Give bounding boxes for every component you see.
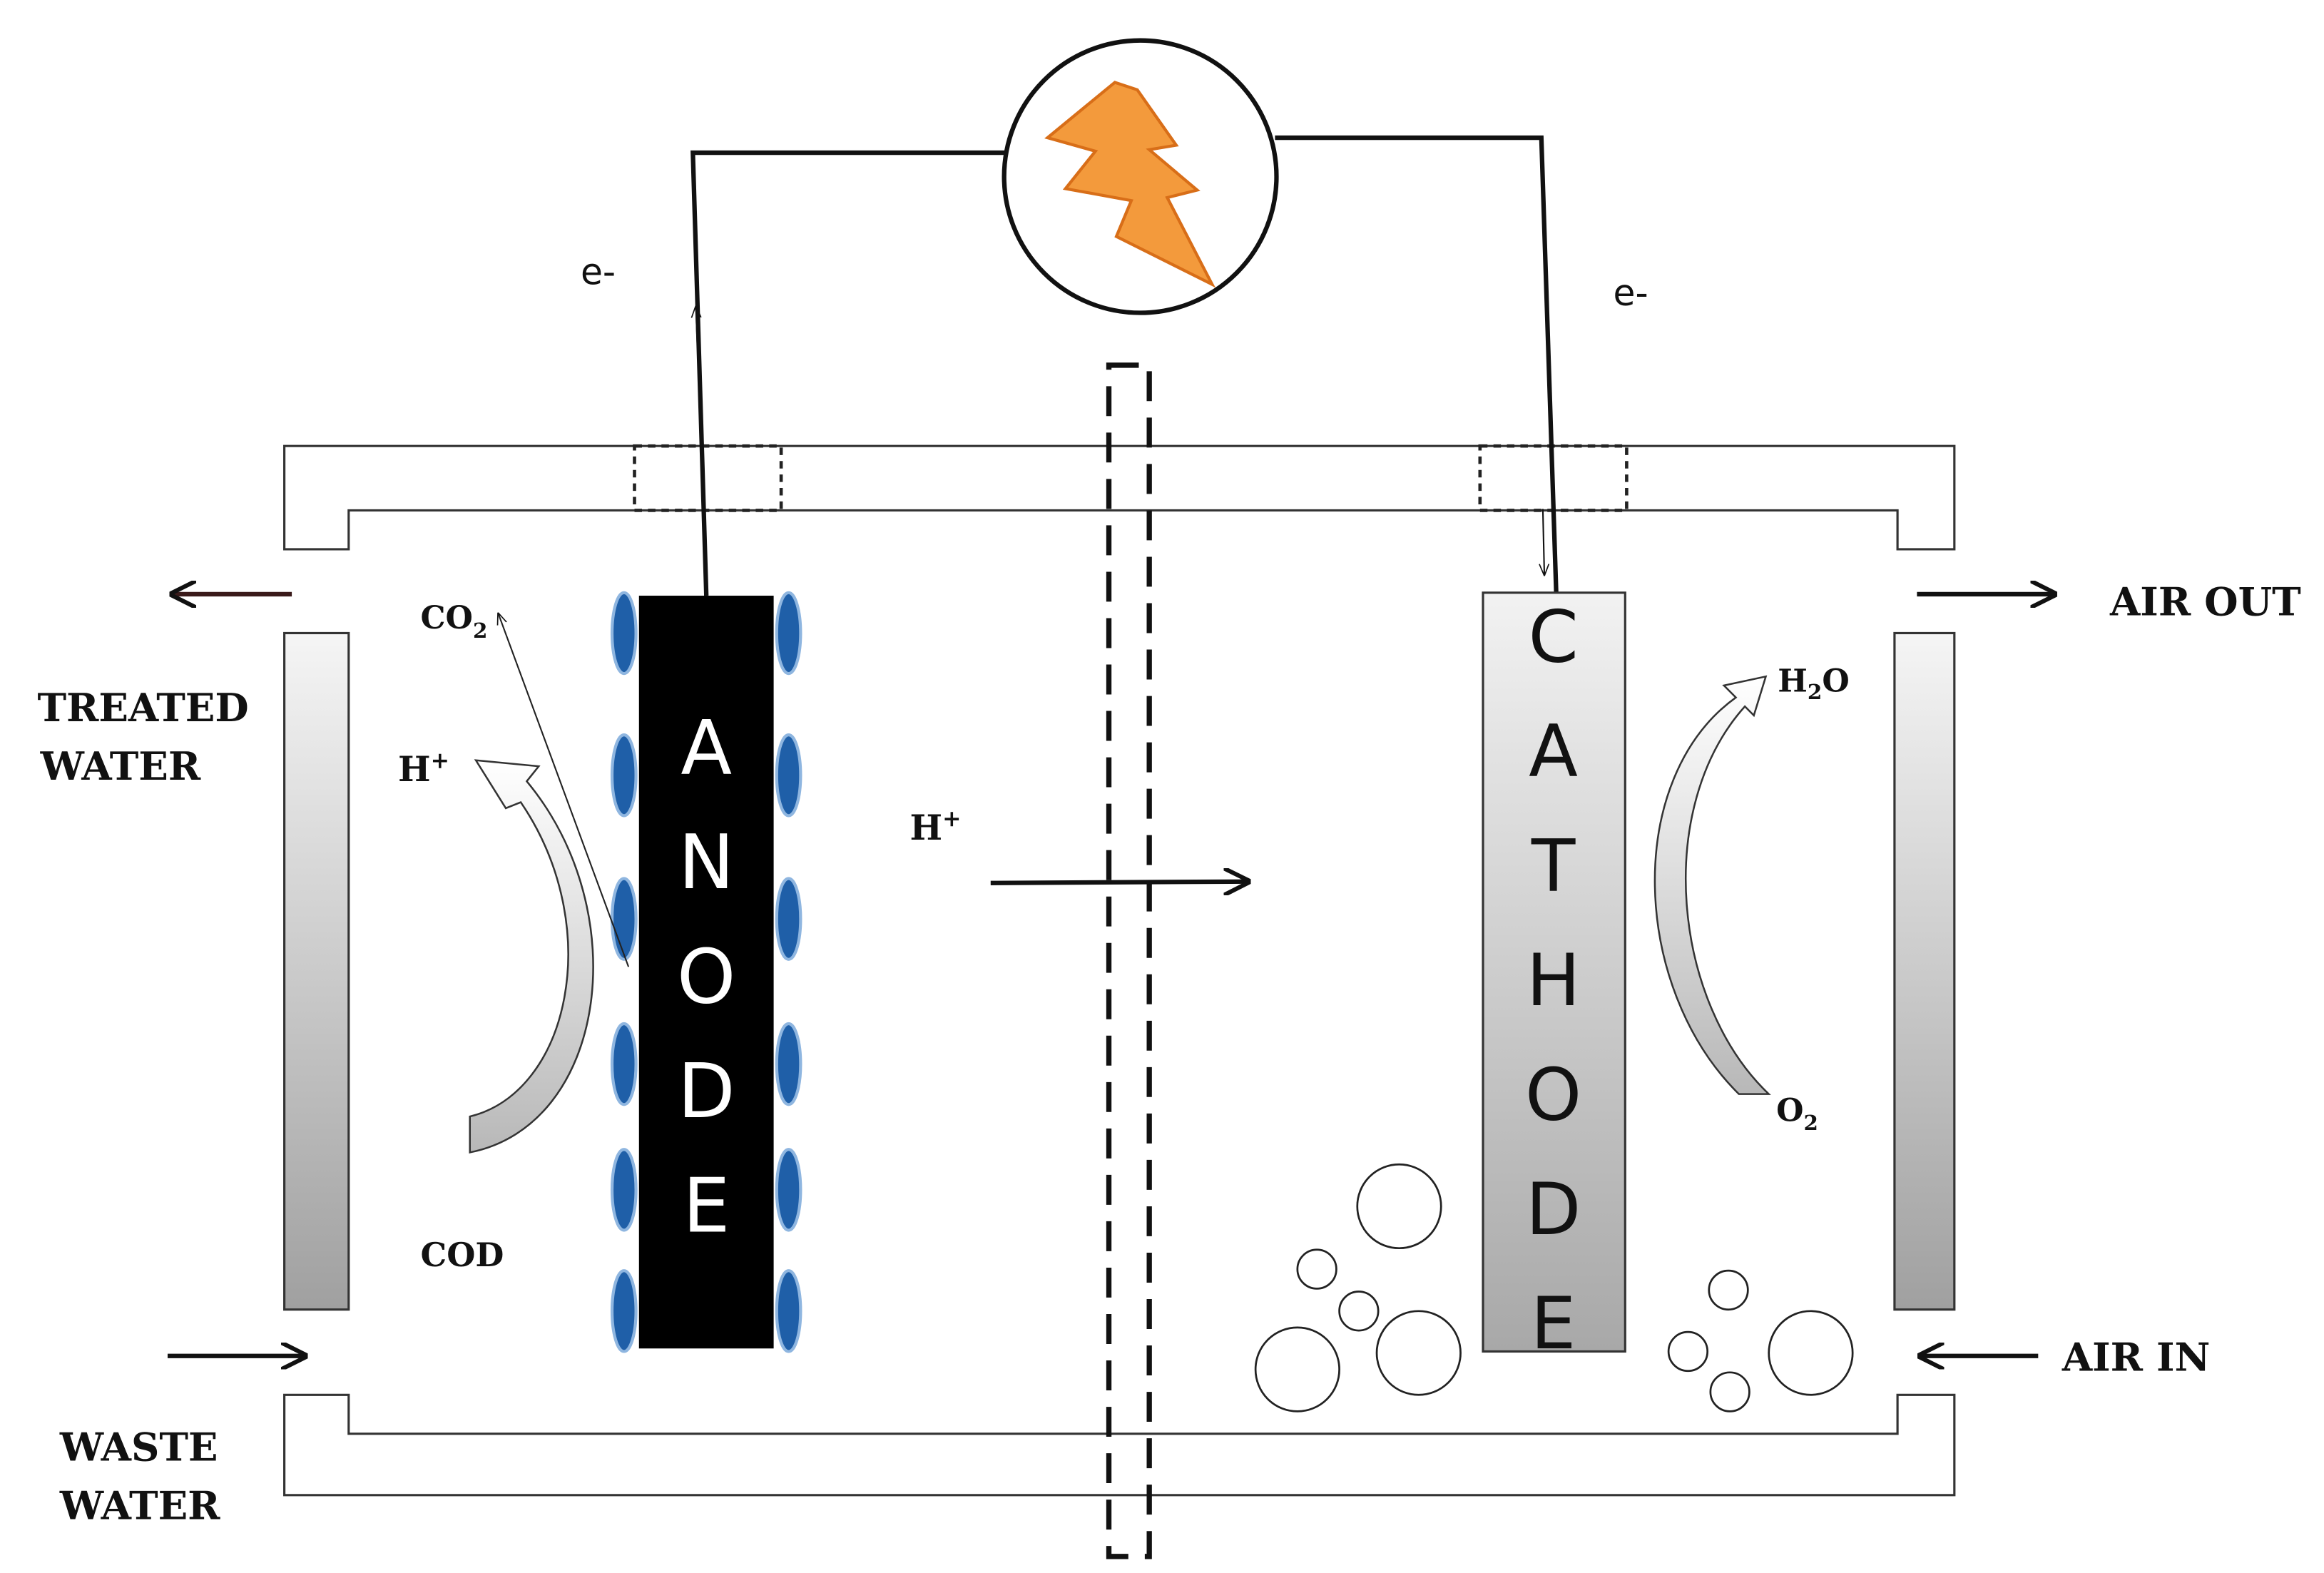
- anode-letter: N: [678, 819, 734, 906]
- bubble: [1296, 1248, 1337, 1290]
- bacterium: [775, 1148, 802, 1232]
- bacterium: [775, 877, 802, 961]
- bubble: [1356, 1163, 1442, 1250]
- bacterium: [775, 1022, 802, 1106]
- anode-port: [633, 444, 783, 512]
- cathode-letter: O: [1525, 1053, 1581, 1136]
- cathode-electrode: [1482, 591, 1626, 1353]
- anode-reaction-arrow: [469, 759, 594, 1154]
- bacterium: [610, 1022, 638, 1106]
- anode-letter: D: [678, 1048, 735, 1135]
- co2-release-arrow: [499, 614, 630, 967]
- bacterium: [610, 591, 638, 676]
- cathode-letter: A: [1529, 710, 1578, 793]
- cathode-letter: E: [1531, 1282, 1576, 1365]
- left-wall: [283, 631, 350, 1311]
- bubble: [1708, 1269, 1749, 1311]
- treated-water-label: TREATED: [37, 685, 248, 730]
- bacterium: [610, 733, 638, 818]
- cathode-letter: C: [1528, 595, 1578, 678]
- bacterium: [610, 1148, 638, 1232]
- cathode-letter: T: [1531, 824, 1576, 907]
- bubble: [1375, 1310, 1462, 1396]
- o2-label: O2: [1776, 1092, 1818, 1135]
- anode-bacteria: [610, 591, 802, 1353]
- external-circuit-wire: [690, 135, 1559, 596]
- electron-label-left: e-: [581, 251, 616, 293]
- bubble: [1768, 1310, 1854, 1396]
- anode-letter: A: [681, 705, 732, 792]
- right-wall: [1893, 631, 1956, 1311]
- waste-water-label: WATER: [59, 1482, 220, 1528]
- bacterium: [610, 1269, 638, 1353]
- proton-exchange-membrane: [1106, 362, 1152, 1559]
- cathode-reaction-arrow: [1653, 675, 1771, 1095]
- bubble: [1338, 1291, 1380, 1332]
- air-in-label: AIR IN: [2061, 1335, 2210, 1380]
- air-out-label: AIR OUT: [2109, 579, 2301, 624]
- anode-letter: E: [683, 1163, 730, 1250]
- lightning-bolt-icon: [1044, 81, 1216, 288]
- air-bubbles: [1254, 1163, 1854, 1412]
- bacterium: [610, 877, 638, 961]
- bacterium: [775, 1269, 802, 1353]
- proton-migration-arrow: [990, 882, 1248, 883]
- h2o-label: H2O: [1778, 663, 1849, 703]
- bubble: [1254, 1326, 1340, 1412]
- anode-letter: O: [677, 934, 736, 1021]
- co2-label: CO2: [421, 600, 488, 643]
- treated-water-label: WATER: [40, 743, 201, 789]
- anode-electrode: [638, 596, 774, 1349]
- proton-label-anode: H+: [398, 747, 449, 790]
- cod-label: COD: [421, 1236, 504, 1274]
- cathode-letter: H: [1527, 939, 1581, 1022]
- electron-arrow-up: [696, 307, 698, 345]
- waste-water-label: WASTE: [59, 1425, 218, 1470]
- bacterium: [775, 591, 802, 676]
- cathode-letter: D: [1526, 1168, 1581, 1251]
- bubble: [1709, 1371, 1750, 1412]
- electron-arrow-down: [1543, 509, 1544, 574]
- bubble: [1667, 1330, 1709, 1373]
- electron-label-right: e-: [1614, 272, 1648, 314]
- bacterium: [775, 733, 802, 818]
- chamber-bottom-base: [283, 1393, 1956, 1497]
- proton-label-membrane: H+: [910, 805, 962, 848]
- chamber-top-lid: [283, 444, 1956, 551]
